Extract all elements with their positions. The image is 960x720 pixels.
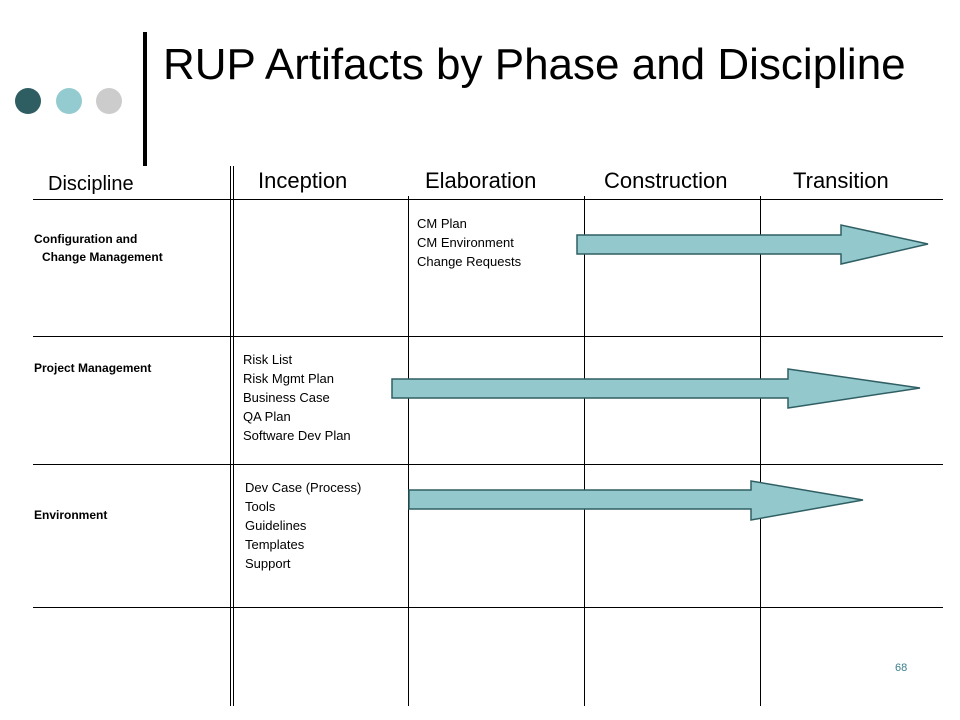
grid-line-header — [33, 199, 943, 200]
artifact-item: Risk Mgmt Plan — [243, 371, 335, 386]
artifact-item: Change Requests — [417, 254, 522, 269]
artifact-item: Tools — [245, 499, 276, 514]
discipline-label-line1: Configuration and — [34, 232, 138, 246]
discipline-label-config-mgmt: Configuration and Change Management — [34, 230, 163, 266]
artifact-list-project-mgmt: Risk List Risk Mgmt Plan Business Case Q… — [243, 350, 351, 445]
phase-header-elaboration: Elaboration — [425, 168, 537, 193]
decor-dot-grey — [96, 88, 122, 114]
arrow-shape — [576, 224, 929, 265]
grid-divider-discipline-a — [230, 166, 231, 706]
arrow-shape — [391, 368, 921, 409]
title-accent-bar — [143, 32, 147, 166]
phase-header-transition: Transition — [793, 168, 889, 193]
artifact-item: Guidelines — [245, 518, 307, 533]
artifact-item: Support — [245, 556, 291, 571]
discipline-label-project-mgmt: Project Management — [34, 361, 152, 375]
artifact-item: Business Case — [243, 390, 330, 405]
decor-dot-teal — [56, 88, 82, 114]
grid-line-row3 — [33, 607, 943, 608]
grid-divider-construction — [760, 196, 761, 706]
arrow-environment — [408, 480, 864, 521]
artifact-list-environment: Dev Case (Process) Tools Guidelines Temp… — [245, 478, 361, 573]
artifact-item: Software Dev Plan — [243, 428, 351, 443]
decor-dot-dark — [15, 88, 41, 114]
grid-line-row1 — [33, 336, 943, 337]
discipline-label-line2: Change Management — [42, 250, 163, 264]
artifact-item: Templates — [245, 537, 305, 552]
artifact-item: Dev Case (Process) — [245, 480, 362, 495]
grid-line-row2 — [33, 464, 943, 465]
arrow-project-mgmt — [391, 368, 921, 409]
artifact-item: Risk List — [243, 352, 293, 367]
arrow-shape — [408, 480, 864, 521]
artifact-list-config-mgmt: CM Plan CM Environment Change Requests — [417, 214, 521, 271]
phase-header-construction: Construction — [604, 168, 728, 193]
artifact-item: CM Plan — [417, 216, 467, 231]
discipline-label-environment: Environment — [34, 508, 108, 522]
grid-divider-discipline-b — [233, 166, 234, 706]
phase-header-inception: Inception — [258, 168, 348, 193]
slide-title: RUP Artifacts by Phase and Discipline — [163, 40, 906, 89]
grid-divider-inception — [408, 196, 409, 706]
artifact-item: CM Environment — [417, 235, 514, 250]
page-number: 68 — [895, 662, 908, 674]
grid-divider-elaboration — [584, 196, 585, 706]
discipline-column-header: Discipline — [48, 173, 134, 195]
arrow-config-mgmt — [576, 224, 929, 265]
artifact-item: QA Plan — [243, 409, 291, 424]
